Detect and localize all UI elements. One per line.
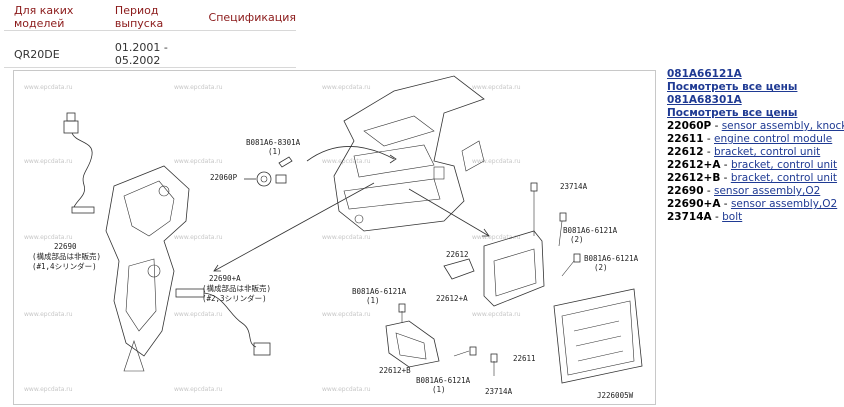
watermark: www.epcdata.ru bbox=[24, 84, 73, 91]
watermark: www.epcdata.ru bbox=[174, 158, 223, 165]
part-description-link[interactable]: bracket, control unit bbox=[714, 146, 821, 158]
part-number: 22611 bbox=[667, 133, 704, 145]
label-22690a: 22690+A bbox=[209, 274, 241, 283]
part-description-link[interactable]: engine control module bbox=[714, 133, 833, 145]
knock-sensor-drawing bbox=[244, 156, 293, 187]
part-number: 22060P bbox=[667, 120, 712, 132]
table-row: QR20DE 01.2001 - 05.2002 bbox=[4, 30, 296, 68]
watermark: www.epcdata.ru bbox=[472, 234, 521, 241]
watermark: www.epcdata.ru bbox=[472, 158, 521, 165]
o2-sensor-22690a-drawing bbox=[175, 288, 271, 356]
label-22690: 22690 bbox=[54, 242, 77, 251]
watermark: www.epcdata.ru bbox=[322, 234, 371, 241]
watermark: www.epcdata.ru bbox=[174, 386, 223, 393]
list-item: 22612+A - bracket, control unit bbox=[667, 159, 838, 171]
watermark: www.epcdata.ru bbox=[174, 234, 223, 241]
list-item: 22060P - sensor assembly, knock bbox=[667, 120, 844, 133]
ecm-bracket-drawing bbox=[385, 182, 643, 384]
label-bolt-6121a-l-qty: (1) bbox=[366, 296, 380, 305]
watermark: www.epcdata.ru bbox=[472, 311, 521, 318]
header-models: Для каких моделей bbox=[4, 4, 105, 31]
view-all-prices-link-2[interactable]: Посмотреть все цены bbox=[667, 107, 798, 119]
watermark: www.epcdata.ru bbox=[322, 84, 371, 91]
view-all-prices-link-1[interactable]: Посмотреть все цены bbox=[667, 81, 798, 93]
label-22690a-note-a: (構成部品は非販売) bbox=[202, 283, 271, 293]
label-22611: 22611 bbox=[513, 354, 536, 363]
label-22690-note-b: (#1,4シリンダー) bbox=[32, 261, 97, 271]
label-bolt-6121a-b-qty: (1) bbox=[432, 385, 446, 394]
parts-sidebar: 081A66121A Посмотреть все цены 081A68301… bbox=[667, 68, 844, 224]
label-bolt-8301a: B081A6-8301A bbox=[246, 138, 301, 147]
part-description-link[interactable]: bolt bbox=[722, 211, 743, 223]
parts-diagram-svg: www.epcdata.ru www.epcdata.ru www.epcdat… bbox=[24, 75, 643, 400]
label-22690a-note-b: (#2,3シリンダー) bbox=[202, 293, 267, 303]
model-table: Для каких моделей Период выпуска Специфи… bbox=[4, 4, 296, 68]
label-bolt-6121a-l: B081A6-6121A bbox=[352, 287, 407, 296]
label-22060p: 22060P bbox=[210, 173, 238, 182]
vehicle-front-drawing bbox=[333, 75, 485, 232]
label-bolt-6121a-r1-qty: (2) bbox=[570, 235, 584, 244]
list-item: 22690 - sensor assembly,O2 bbox=[667, 185, 821, 197]
label-22612a: 22612+A bbox=[436, 294, 468, 303]
label-22690-note-a: (構成部品は非販売) bbox=[32, 251, 101, 261]
part-code-link-1[interactable]: 081A66121A bbox=[667, 68, 742, 80]
part-number: 22612+A bbox=[667, 159, 721, 171]
watermark: www.epcdata.ru bbox=[24, 158, 73, 165]
part-code-link-2[interactable]: 081A68301A bbox=[667, 94, 742, 106]
label-bolt-6121a-b: B081A6-6121A bbox=[416, 376, 471, 385]
part-number: 22690+A bbox=[667, 198, 721, 210]
label-23714a-top: 23714A bbox=[560, 182, 588, 191]
part-labels: 22690 (構成部品は非販売) (#1,4シリンダー) 22690+A (構成… bbox=[32, 138, 639, 400]
watermark: www.epcdata.ru bbox=[322, 158, 371, 165]
list-item: 22611 - engine control module bbox=[667, 133, 833, 145]
watermarks: www.epcdata.ru www.epcdata.ru www.epcdat… bbox=[24, 84, 521, 393]
reference-arrows bbox=[213, 146, 490, 272]
header-period: Период выпуска bbox=[104, 4, 199, 31]
part-description-link[interactable]: sensor assembly,O2 bbox=[714, 185, 821, 197]
label-bolt-6121a-r2: B081A6-6121A bbox=[584, 254, 639, 263]
label-bolt-6121a-r2-qty: (2) bbox=[594, 263, 608, 272]
label-23714a-bot: 23714A bbox=[485, 387, 513, 396]
cell-period: 01.2001 - 05.2002 bbox=[104, 30, 199, 68]
list-item: 23714A - bolt bbox=[667, 211, 743, 223]
list-item: 22612+B - bracket, control unit bbox=[667, 172, 838, 184]
label-22612b: 22612+B bbox=[379, 366, 411, 375]
part-description-link[interactable]: sensor assembly,O2 bbox=[730, 198, 838, 210]
part-number: 22612+B bbox=[667, 172, 721, 184]
parts-diagram: www.epcdata.ru www.epcdata.ru www.epcdat… bbox=[13, 70, 656, 405]
watermark: www.epcdata.ru bbox=[472, 84, 521, 91]
watermark: www.epcdata.ru bbox=[322, 386, 371, 393]
part-description-link[interactable]: bracket, control unit bbox=[730, 172, 838, 184]
watermark: www.epcdata.ru bbox=[174, 84, 223, 91]
part-number: 23714A bbox=[667, 211, 712, 223]
list-item: 22690+A - sensor assembly,O2 bbox=[667, 198, 838, 210]
figure-code: J226005W bbox=[597, 391, 634, 400]
cell-model: QR20DE bbox=[4, 30, 105, 68]
part-description-link[interactable]: sensor assembly, knock bbox=[721, 120, 844, 132]
watermark: www.epcdata.ru bbox=[24, 386, 73, 393]
label-bolt-8301a-qty: (1) bbox=[268, 147, 282, 156]
exhaust-manifold-drawing bbox=[105, 165, 190, 372]
watermark: www.epcdata.ru bbox=[322, 311, 371, 318]
watermark: www.epcdata.ru bbox=[24, 311, 73, 318]
part-number: 22690 bbox=[667, 185, 704, 197]
o2-sensor-22690-drawing bbox=[63, 112, 95, 214]
part-description-link[interactable]: bracket, control unit bbox=[730, 159, 838, 171]
table-header-row: Для каких моделей Период выпуска Специфи… bbox=[4, 4, 296, 31]
header-spec: Спецификация bbox=[198, 4, 296, 31]
label-22612: 22612 bbox=[446, 250, 469, 259]
label-bolt-6121a-r1: B081A6-6121A bbox=[563, 226, 618, 235]
watermark: www.epcdata.ru bbox=[174, 311, 223, 318]
part-number: 22612 bbox=[667, 146, 704, 158]
cell-spec bbox=[198, 30, 296, 68]
watermark: www.epcdata.ru bbox=[24, 234, 73, 241]
list-item: 22612 - bracket, control unit bbox=[667, 146, 821, 158]
